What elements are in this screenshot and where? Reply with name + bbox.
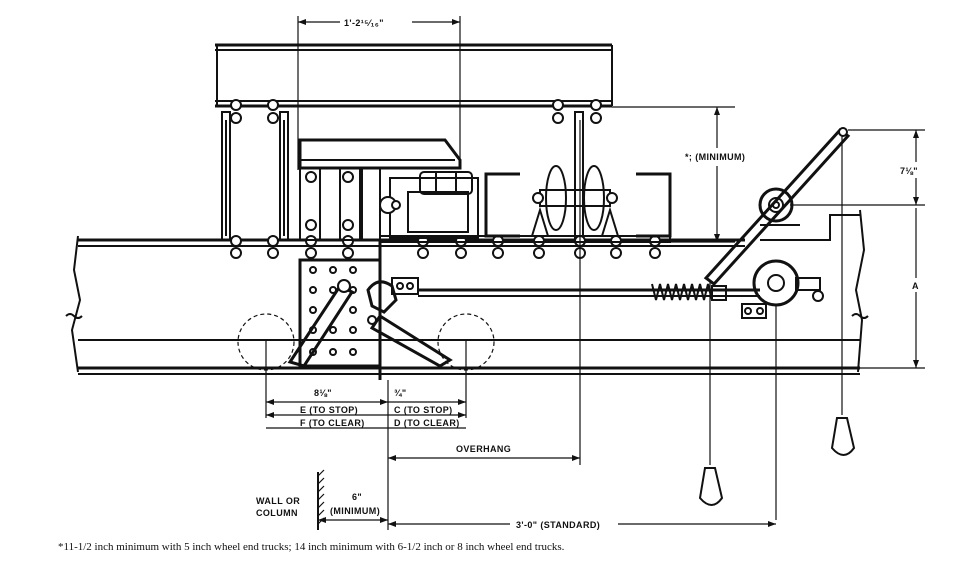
trolley-stop-bracket: [287, 240, 382, 380]
footnote: *11-1/2 inch minimum with 5 inch wheel e…: [58, 541, 565, 553]
label-c-to-stop: C (TO STOP): [394, 405, 453, 415]
girder-bolts: [230, 99, 602, 124]
dim-c-value: ¾": [394, 388, 407, 398]
operating-rod: [418, 283, 767, 319]
dim-right-height: 7⅛": [900, 166, 918, 176]
end-truck: [298, 138, 672, 243]
bridge-girder: [215, 43, 613, 108]
label-wall-2: COLUMN: [256, 508, 298, 518]
label-d-to-clear: D (TO CLEAR): [394, 418, 460, 428]
dim-standard: 3'-0" (STANDARD): [516, 520, 600, 530]
dim-e-value: 8⅛": [314, 388, 332, 398]
lever-mechanism: [698, 127, 860, 520]
runway-beam: [65, 209, 869, 375]
dim-six-inch: 6": [352, 492, 362, 502]
label-overhang: OVERHANG: [456, 444, 511, 454]
dim-top-width: 1'-2¹⁵⁄₁₆": [344, 18, 384, 28]
label-e-to-stop: E (TO STOP): [300, 405, 358, 415]
dim-a: A: [912, 281, 919, 291]
wall-hatch: [317, 469, 325, 530]
dimension-lines: [265, 16, 925, 530]
dim-min-height: *; (MINIMUM): [685, 152, 745, 162]
dim-six-inch-note: (MINIMUM): [330, 506, 380, 516]
hanger-plates: [221, 111, 584, 241]
label-f-to-clear: F (TO CLEAR): [300, 418, 365, 428]
label-wall-1: WALL OR: [256, 496, 300, 506]
stop-latch: [366, 277, 453, 368]
